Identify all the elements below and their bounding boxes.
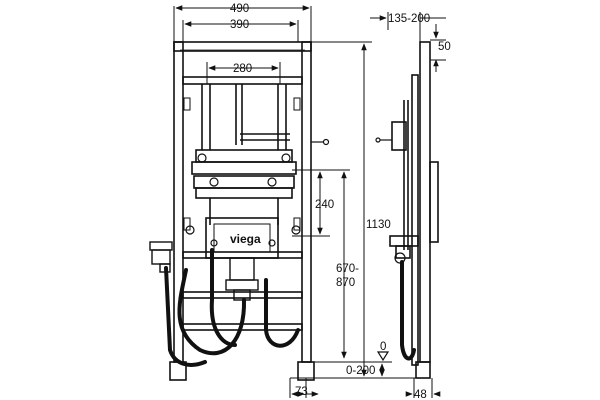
flexible-hoses xyxy=(164,248,300,367)
viega-plate: viega xyxy=(205,217,279,259)
dim-depth: 135-200 xyxy=(388,13,430,25)
side-view-hose xyxy=(400,260,416,361)
front-view-bolts xyxy=(185,153,301,247)
dim-bracket-spacing: 240 xyxy=(315,199,334,211)
dim-outlet-height-top: 670- xyxy=(336,263,359,275)
dim-floor-adjust: 0-200 xyxy=(346,365,375,377)
left-valve xyxy=(149,241,173,273)
dim-foot-depth: 48 xyxy=(414,389,427,400)
side-view-frame xyxy=(389,41,439,379)
dim-floor-level: 0 xyxy=(380,341,386,353)
drain-connection xyxy=(225,257,259,301)
dim-bracket-width: 280 xyxy=(233,63,252,75)
side-dimension-lines xyxy=(370,12,446,398)
front-dimension-lines xyxy=(173,5,420,398)
dim-total-width: 490 xyxy=(230,3,249,15)
side-view-fitting xyxy=(375,137,406,264)
dim-foot-offset: 73 xyxy=(295,386,308,398)
dim-top-offset: 50 xyxy=(438,41,451,53)
floor-level-symbol xyxy=(376,351,390,362)
dim-outlet-height-bottom: 870 xyxy=(336,277,355,289)
dim-inner-width: 390 xyxy=(230,19,249,31)
right-screw xyxy=(311,138,330,146)
brand-logo-text: viega xyxy=(230,232,261,246)
dim-height: 1130 xyxy=(366,219,391,231)
